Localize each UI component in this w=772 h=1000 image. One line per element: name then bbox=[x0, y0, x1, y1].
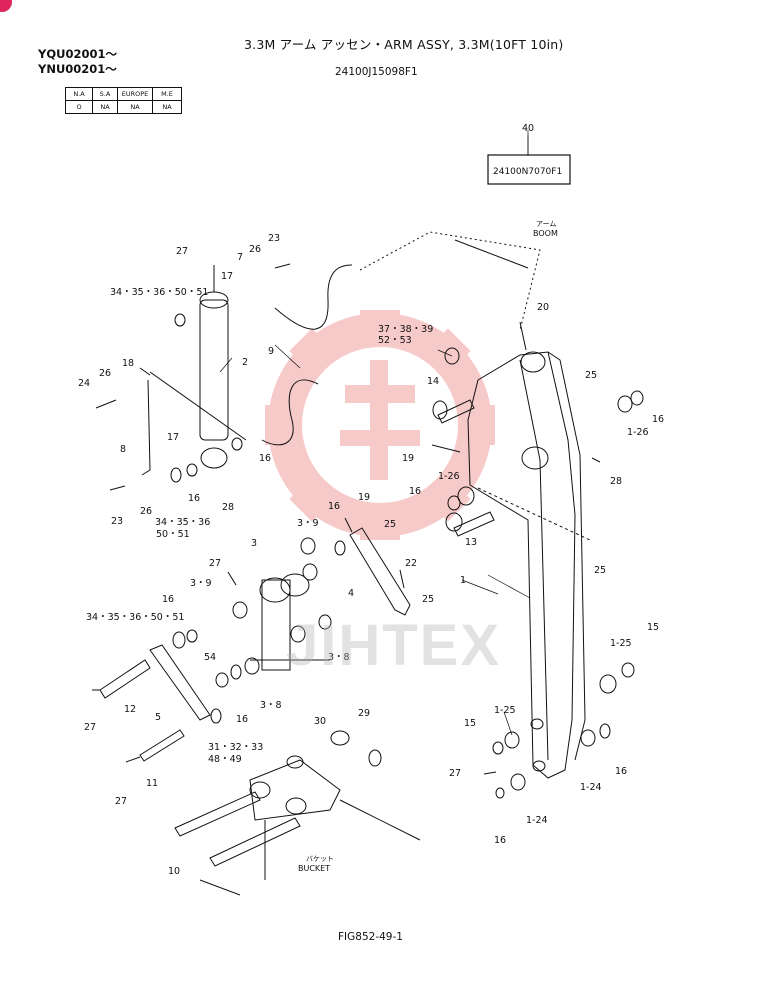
callout: 22 bbox=[405, 558, 417, 569]
callout: 2 bbox=[242, 357, 248, 368]
hydraulic-hose bbox=[274, 264, 353, 330]
callout: 10 bbox=[168, 866, 180, 877]
watermark-text: JIHTEX bbox=[286, 613, 502, 678]
callout: 20 bbox=[537, 302, 549, 313]
callout: 3・8 bbox=[260, 700, 282, 711]
part-number-box bbox=[487, 154, 571, 185]
callout: 1-24 bbox=[580, 782, 602, 793]
callout: 17 bbox=[221, 271, 233, 282]
callout: 1-26 bbox=[438, 471, 460, 482]
callout: 37・38・39 bbox=[378, 324, 433, 335]
applicability-table: N.A S.A EUROPE M.E O NA NA NA bbox=[65, 87, 182, 114]
applicability-value: NA bbox=[152, 100, 182, 114]
callout: 27 bbox=[115, 796, 127, 807]
callout: 30 bbox=[314, 716, 326, 727]
bucket-label: BUCKET bbox=[298, 864, 330, 873]
callout: 16 bbox=[409, 486, 421, 497]
callout: 5 bbox=[155, 712, 161, 723]
callout: 26 bbox=[140, 506, 152, 517]
applicability-value-row: O NA NA NA bbox=[65, 100, 182, 114]
callout: 1 bbox=[460, 575, 466, 586]
callout: 54 bbox=[204, 652, 216, 663]
callout: 25 bbox=[422, 594, 434, 605]
serial-range-1: YQU02001～ bbox=[38, 47, 117, 61]
callout: 31・32・33 bbox=[208, 742, 263, 753]
callout: 25 bbox=[585, 370, 597, 381]
callout: 52・53 bbox=[378, 335, 412, 346]
pin bbox=[139, 729, 185, 762]
bucket-label-jp: バケット bbox=[306, 855, 334, 863]
callout: 8 bbox=[120, 444, 126, 455]
callout: 26 bbox=[249, 244, 261, 255]
callout: 25 bbox=[384, 519, 396, 530]
callout: 1-24 bbox=[526, 815, 548, 826]
watermark-gear-logo bbox=[265, 310, 495, 540]
callout: 3・8 bbox=[328, 652, 350, 663]
callout: 4 bbox=[348, 588, 354, 599]
link bbox=[349, 527, 411, 616]
callout: 23 bbox=[268, 233, 280, 244]
cylinder bbox=[199, 299, 229, 441]
figure-number: FIG852-49-1 bbox=[338, 931, 403, 943]
boom-label: BOOM bbox=[533, 229, 558, 238]
callout: 24 bbox=[78, 378, 90, 389]
diagram-title: 3.3M アーム アッセン・ARM ASSY, 3.3M(10FT 10in) bbox=[244, 37, 564, 52]
callout: 27 bbox=[209, 558, 221, 569]
callout: 19 bbox=[358, 492, 370, 503]
callout: 50・51 bbox=[156, 529, 190, 540]
callout: 34・35・36・50・51 bbox=[86, 612, 184, 623]
link bbox=[149, 644, 211, 721]
callout: 27 bbox=[84, 722, 96, 733]
callout: 3 bbox=[251, 538, 257, 549]
callout: 16 bbox=[652, 414, 664, 425]
callout: 19 bbox=[402, 453, 414, 464]
callout: 15 bbox=[647, 622, 659, 633]
callout: 16 bbox=[494, 835, 506, 846]
corner-badge bbox=[0, 0, 12, 12]
callout: 25 bbox=[594, 565, 606, 576]
callout: 16 bbox=[162, 594, 174, 605]
callout: 16 bbox=[328, 501, 340, 512]
callout: 11 bbox=[146, 778, 158, 789]
callout: 29 bbox=[358, 708, 370, 719]
callout: 16 bbox=[259, 453, 271, 464]
callout: 3・9 bbox=[190, 578, 212, 589]
callout: 27 bbox=[176, 246, 188, 257]
callout: 15 bbox=[464, 718, 476, 729]
drawing-number: 24100J15098F1 bbox=[335, 66, 418, 78]
callout: 18 bbox=[122, 358, 134, 369]
callout: 3・9 bbox=[297, 518, 319, 529]
bucket-link bbox=[249, 759, 341, 821]
callout: 16 bbox=[615, 766, 627, 777]
callout: 17 bbox=[167, 432, 179, 443]
callout: 27 bbox=[449, 768, 461, 779]
callout: 28 bbox=[222, 502, 234, 513]
callout: 28 bbox=[610, 476, 622, 487]
line-art bbox=[92, 130, 644, 896]
callout: 1-25 bbox=[494, 705, 516, 716]
callout: 34・35・36・50・51 bbox=[110, 287, 208, 298]
boom-label-jp: アーム bbox=[536, 220, 556, 228]
callout: 16 bbox=[236, 714, 248, 725]
callout-ref: 40 bbox=[522, 123, 534, 134]
link-bracket bbox=[261, 579, 291, 671]
callout: 16 bbox=[188, 493, 200, 504]
part-number: 24100N7070F1 bbox=[493, 167, 562, 177]
applicability-value: O bbox=[65, 100, 93, 114]
serial-range-2: YNU00201～ bbox=[38, 62, 117, 76]
callout: 26 bbox=[99, 368, 111, 379]
callout: 34・35・36 bbox=[155, 517, 210, 528]
callout: 13 bbox=[465, 537, 477, 548]
callout: 1-26 bbox=[627, 427, 649, 438]
callout: 12 bbox=[124, 704, 136, 715]
callout: 48・49 bbox=[208, 754, 242, 765]
callout: 14 bbox=[427, 376, 439, 387]
callout: 23 bbox=[111, 516, 123, 527]
pin bbox=[99, 659, 151, 699]
callout: 1-25 bbox=[610, 638, 632, 649]
callout: 9 bbox=[268, 346, 274, 357]
hydraulic-hose bbox=[261, 379, 319, 446]
callout: 7 bbox=[237, 252, 243, 263]
